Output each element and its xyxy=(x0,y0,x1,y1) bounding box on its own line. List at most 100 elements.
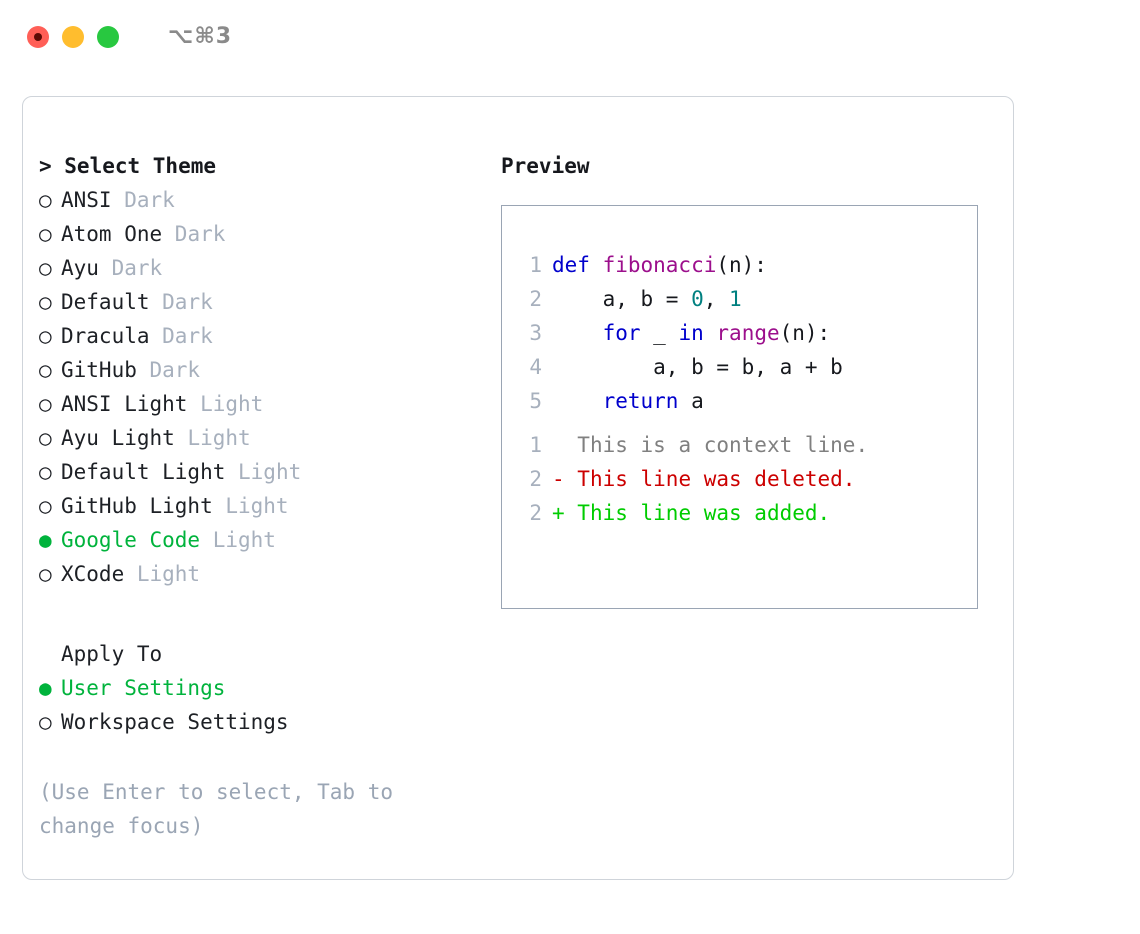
theme-option-label: Ayu Light xyxy=(61,426,175,450)
theme-option-kind: Light xyxy=(212,494,289,518)
maximize-button-icon[interactable] xyxy=(97,26,119,48)
code-line-number: 4 xyxy=(529,355,542,379)
theme-option-label: Atom One xyxy=(61,222,163,246)
theme-option-xcode[interactable]: ○ XCode Light xyxy=(39,557,489,591)
theme-list: ○ANSI Dark○Atom One Dark○Ayu Dark○Defaul… xyxy=(39,183,489,591)
diff-marker: + xyxy=(552,501,578,525)
close-button-icon[interactable] xyxy=(27,26,49,48)
code-token-plain: _ xyxy=(640,321,679,345)
diff-line-number: 2 xyxy=(529,501,542,525)
radio-unselected-icon: ○ xyxy=(39,222,52,246)
apply-to-option-workspace-settings[interactable]: ○Workspace Settings xyxy=(39,705,489,739)
theme-option-atom-one[interactable]: ○ Atom One Dark xyxy=(39,217,489,251)
theme-option-kind: Light xyxy=(225,460,302,484)
theme-option-label: ANSI Light xyxy=(61,392,188,416)
radio-unselected-icon: ○ xyxy=(39,256,52,280)
code-token-plain: , xyxy=(703,287,730,311)
code-token-kw: in xyxy=(678,321,704,345)
code-token-plain xyxy=(704,321,717,345)
theme-option-label: Default xyxy=(61,290,150,314)
title-bar: ⌥⌘3 xyxy=(0,0,1140,78)
code-token-plain: a, b = xyxy=(552,287,692,311)
code-token-plain xyxy=(552,389,603,413)
diff-marker xyxy=(552,433,577,457)
apply-to-header: Apply To xyxy=(61,642,163,666)
minimize-button-icon[interactable] xyxy=(62,26,84,48)
theme-option-ansi[interactable]: ○ ANSI Dark xyxy=(39,183,489,217)
diff-marker: - xyxy=(552,467,578,491)
radio-unselected-icon: ○ xyxy=(39,358,52,382)
theme-list-header: > Select Theme xyxy=(39,154,217,178)
code-line-number: 1 xyxy=(529,253,542,277)
radio-selected-icon: ● xyxy=(39,676,52,700)
theme-selector-column: > Select Theme ○ANSI Dark○Atom One Dark○… xyxy=(39,149,489,843)
theme-option-ayu-light[interactable]: ○Ayu Light Light xyxy=(39,421,489,455)
theme-option-kind: Dark xyxy=(149,324,213,348)
theme-option-label: Ayu xyxy=(61,256,99,280)
code-line: 4 a, b = b, a + b xyxy=(516,350,969,384)
radio-unselected-icon: ○ xyxy=(39,290,52,314)
theme-option-label: XCode xyxy=(61,562,125,586)
radio-unselected-icon: ○ xyxy=(39,188,52,212)
diff-line-number: 1 xyxy=(529,433,542,457)
apply-to-option-user-settings[interactable]: ● User Settings xyxy=(39,671,489,705)
radio-selected-icon: ● xyxy=(39,528,52,552)
radio-unselected-icon: ○ xyxy=(39,710,52,734)
code-token-plain: a xyxy=(678,389,704,413)
radio-unselected-icon: ○ xyxy=(39,324,52,348)
code-token-kw: return xyxy=(602,389,679,413)
radio-unselected-icon: ○ xyxy=(39,426,52,450)
theme-option-kind: Dark xyxy=(162,222,226,246)
code-token-plain xyxy=(552,321,603,345)
theme-option-label: GitHub xyxy=(61,358,137,382)
diff-line: 2- This line was deleted. xyxy=(516,462,969,496)
code-token-num: 0 xyxy=(691,287,704,311)
theme-option-kind: Light xyxy=(124,562,201,586)
code-token-fn: fibonacci xyxy=(602,253,717,277)
code-token-kw: def xyxy=(552,253,603,277)
apply-to-option-label: User Settings xyxy=(61,676,226,700)
apply-to-options: ● User Settings ○Workspace Settings xyxy=(39,671,489,739)
code-line: 1 def fibonacci(n): xyxy=(516,248,969,282)
keyboard-hint-text: (Use Enter to select, Tab to change focu… xyxy=(39,780,394,838)
theme-option-github[interactable]: ○ GitHub Dark xyxy=(39,353,489,387)
code-token-kw: for xyxy=(602,321,641,345)
theme-option-ansi-light[interactable]: ○ANSI Light Light xyxy=(39,387,489,421)
window-controls xyxy=(27,26,119,48)
radio-unselected-icon: ○ xyxy=(39,460,52,484)
theme-option-kind: Dark xyxy=(98,256,163,280)
diff-line-number: 2 xyxy=(529,467,542,491)
theme-option-google-code[interactable]: ● Google Code Light xyxy=(39,523,489,557)
theme-option-kind: Dark xyxy=(111,188,175,212)
theme-option-label: ANSI xyxy=(61,188,112,212)
diff-sample: 1 This is a context line.2- This line wa… xyxy=(516,428,969,530)
code-token-fn: range xyxy=(716,321,780,345)
theme-option-default[interactable]: ○Default Dark xyxy=(39,285,489,319)
diff-text: This line was deleted. xyxy=(577,467,856,491)
code-line-number: 5 xyxy=(529,389,542,413)
code-line-number: 3 xyxy=(529,321,542,345)
theme-option-label: Google Code xyxy=(61,528,201,552)
diff-text: This line was added. xyxy=(577,501,831,525)
diff-line: 2 + This line was added. xyxy=(516,496,969,530)
theme-option-dracula[interactable]: ○Dracula Dark xyxy=(39,319,489,353)
code-token-plain: (n): xyxy=(716,253,767,277)
theme-option-ayu[interactable]: ○ Ayu Dark xyxy=(39,251,489,285)
code-line: 5 return a xyxy=(516,384,969,418)
theme-option-kind: Light xyxy=(200,528,276,552)
radio-unselected-icon: ○ xyxy=(39,494,52,518)
radio-unselected-icon: ○ xyxy=(39,562,52,586)
theme-option-github-light[interactable]: ○GitHub Light Light xyxy=(39,489,489,523)
code-token-plain: a, b = b, a + b xyxy=(552,355,843,379)
diff-line: 1 This is a context line. xyxy=(516,428,969,462)
section-spacer xyxy=(39,591,489,637)
theme-option-default-light[interactable]: ○Default Light Light xyxy=(39,455,489,489)
radio-unselected-icon: ○ xyxy=(39,392,52,416)
diff-text: This is a context line. xyxy=(577,433,869,457)
theme-option-kind: Dark xyxy=(136,358,201,382)
code-token-plain: (n): xyxy=(779,321,831,345)
